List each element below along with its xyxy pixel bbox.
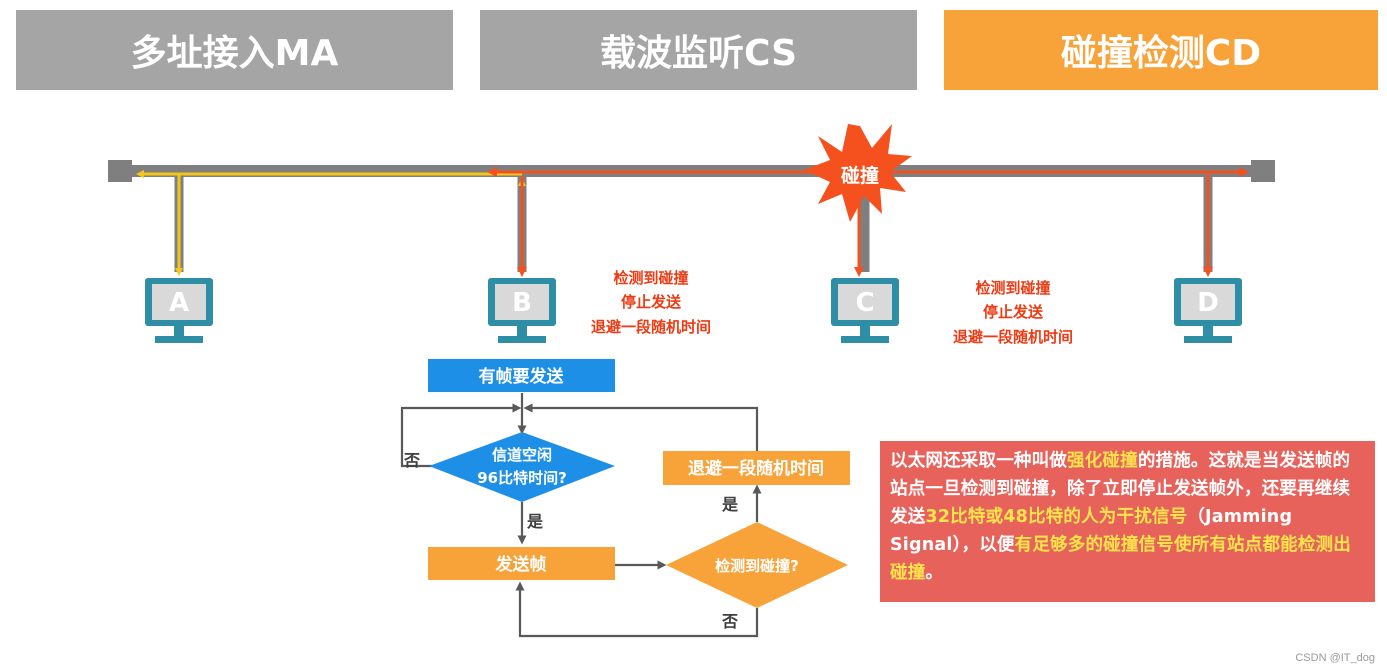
tab-multiple-access: 多址接入MA [16, 10, 453, 90]
collision-label: 碰撞 [841, 164, 879, 187]
svg-text:退避一段随机时间: 退避一段随机时间 [688, 458, 824, 479]
station-c: C [831, 278, 899, 343]
note-station-c: 检测到碰撞 停止发送 退避一段随机时间 [953, 279, 1073, 346]
svg-text:检测到碰撞: 检测到碰撞 [975, 279, 1050, 297]
info-highlight: 有足够多的碰撞信号使所有站点都能检测出碰撞 [890, 535, 1351, 583]
flow-label-yes-1: 是 [526, 512, 543, 531]
watermark: CSDN @IT_dog [1295, 652, 1375, 664]
flow-start: 有帧要发送 [428, 359, 615, 392]
signal-yellow [136, 170, 526, 276]
station-a: A [145, 278, 213, 343]
svg-text:96比特时间?: 96比特时间? [477, 469, 567, 487]
info-segment: 。 [925, 563, 944, 583]
info-highlight: 强化碰撞 [1067, 451, 1138, 471]
svg-text:退避一段随机时间: 退避一段随机时间 [591, 318, 711, 336]
info-segment: 以太网还采取一种叫做 [890, 451, 1067, 471]
station-b: B [488, 278, 556, 343]
station-c-label: C [855, 288, 874, 318]
svg-text:有帧要发送: 有帧要发送 [479, 366, 565, 387]
flow-decision-idle: 信道空闲 96比特时间? [429, 432, 615, 502]
info-highlight: 32比特或48比特的人为干扰信号 [925, 507, 1188, 527]
info-segment: （Jamming Signal），以便 [890, 507, 1293, 555]
svg-text:停止发送: 停止发送 [621, 293, 682, 311]
svg-text:信道空闲: 信道空闲 [492, 446, 552, 464]
flow-label-no-2: 否 [721, 612, 738, 631]
svg-text:退避一段随机时间: 退避一段随机时间 [953, 328, 1073, 346]
info-segment: 的措施。这就是当发送帧的站点一旦检测到碰撞，除了立即停止发送帧外，还要再继续发送 [890, 451, 1351, 527]
station-b-label: B [512, 288, 532, 318]
station-d: D [1174, 278, 1242, 343]
flow-decision-collision: 检测到碰撞? [666, 522, 848, 608]
jamming-info-box: 以太网还采取一种叫做强化碰撞的措施。这就是当发送帧的站点一旦检测到碰撞，除了立即… [880, 441, 1375, 602]
flow-label-no-1: 否 [403, 451, 420, 470]
note-station-b: 检测到碰撞 停止发送 退避一段随机时间 [591, 269, 711, 336]
collision-burst: 碰撞 [804, 124, 912, 222]
svg-text:停止发送: 停止发送 [983, 303, 1044, 321]
flow-label-yes-2: 是 [721, 495, 738, 514]
tab-collision-detection: 碰撞检测CD [944, 10, 1378, 90]
flow-connectors [400, 393, 762, 638]
svg-text:检测到碰撞?: 检测到碰撞? [715, 557, 799, 575]
flow-backoff: 退避一段随机时间 [663, 451, 850, 485]
station-a-label: A [169, 288, 189, 318]
flow-send: 发送帧 [428, 547, 615, 580]
tab-carrier-sense: 载波监听CS [480, 10, 917, 90]
station-drops [174, 171, 1213, 272]
svg-text:检测到碰撞: 检测到碰撞 [613, 269, 688, 287]
station-d-label: D [1197, 288, 1219, 318]
svg-text:发送帧: 发送帧 [495, 554, 547, 575]
